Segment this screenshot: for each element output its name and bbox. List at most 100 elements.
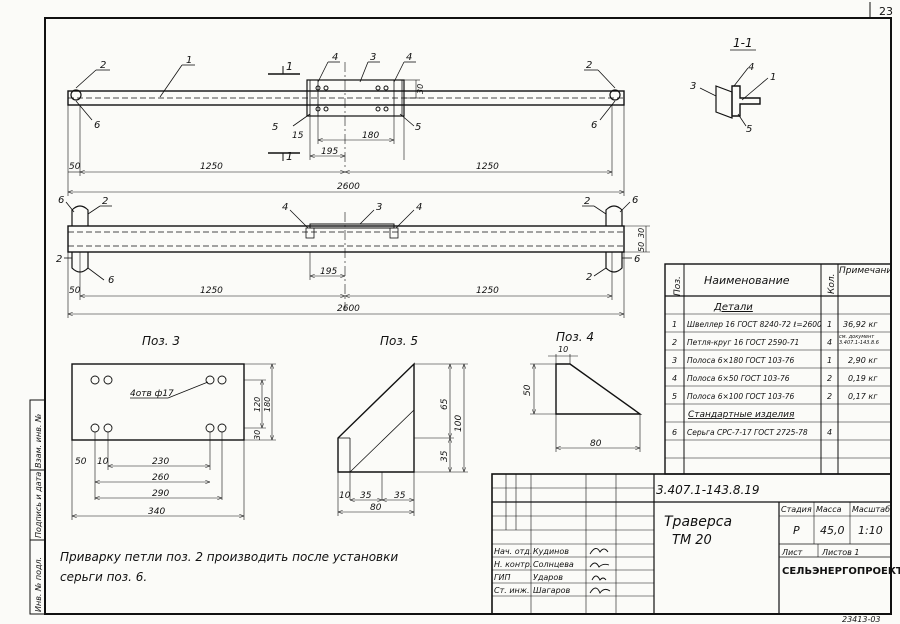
spec-row1-note: 36,92 кг	[843, 320, 878, 329]
plan-dim-1250-right: 1250	[476, 162, 499, 172]
signature-marks	[589, 548, 611, 594]
pos3-dim-340: 340	[148, 507, 165, 517]
loop-right	[609, 89, 621, 101]
spec-row1-qty: 1	[827, 320, 832, 329]
scale-value: 1:10	[858, 524, 883, 537]
spec-row4-note: 0,19 кг	[848, 374, 878, 383]
pos5-title: Поз. 5	[380, 334, 418, 348]
spec-table: Поз. Наименование Кол. Примечание Детали…	[664, 263, 892, 475]
plan-pos6-right: 6	[591, 120, 597, 131]
plan-pos2-left: 2	[100, 60, 106, 71]
elev-pos2-right-top: 2	[584, 196, 590, 207]
elev-pos2-left-bottom: 2	[56, 254, 62, 265]
elev-dim-1250-left: 1250	[200, 286, 223, 296]
sheets-header: Листов 1	[821, 548, 860, 557]
elev-pos6-left-top: 6	[58, 195, 64, 206]
pos5-dim-35b: 35	[394, 491, 406, 501]
name-1: Кудинов	[533, 547, 569, 556]
plan-view: 1 1 2 1 4 3 4 5 5 6 2 6 50 1250 1250 2	[67, 52, 625, 196]
plan-pos3: 3	[370, 52, 376, 63]
spec-row3-name: Полоса 6×180 ГОСТ 103-76	[687, 356, 795, 365]
pos4-dim-80: 80	[590, 439, 602, 449]
side-stamp-col3: Взам. инв. №	[34, 414, 43, 468]
detail-pos4: Поз. 4 10 50 80	[523, 330, 643, 452]
plan-dim-195: 195	[321, 147, 338, 157]
plan-dim-1250-left: 1250	[200, 162, 223, 172]
role-4: Ст. инж.	[494, 586, 530, 595]
plan-pos5-right: 5	[415, 122, 421, 133]
section-pos5: 5	[746, 124, 752, 135]
sheet-number: 23	[879, 5, 893, 18]
elev-dim-30: 30	[637, 228, 646, 238]
pos4-dim-50: 50	[523, 384, 533, 396]
note-line1: Приварку петли поз. 2 производить после …	[60, 550, 398, 564]
detail-pos5: Поз. 5 65 100 35 10 35 35 80	[337, 334, 468, 516]
title-name-2: ТМ 20	[672, 533, 712, 548]
pos3-dim-30: 30	[253, 430, 262, 440]
pos5-dim-10: 10	[339, 491, 351, 501]
section-pos4: 4	[748, 62, 754, 73]
spec-header-pos: Поз.	[673, 276, 683, 296]
plan-pos1: 1	[186, 55, 192, 66]
pos3-hole-note: 4отв ф17	[130, 389, 174, 399]
plan-pos5-left: 5	[272, 122, 278, 133]
spec-header-qty: Кол.	[827, 273, 837, 294]
elev-pos2-right-bottom: 2	[586, 272, 592, 283]
elev-pos4-left: 4	[282, 202, 288, 213]
sheet-frame: 23 23413-03	[44, 2, 893, 624]
spec-row6-name: Серьга СРС-7-17 ГОСТ 2725-78	[687, 428, 808, 437]
spec-row2-pos: 2	[672, 338, 677, 347]
side-stamp-col1: Инв. № подл.	[34, 557, 43, 612]
elev-pos6-left-bottom: 6	[108, 275, 114, 286]
corner-code: 23413-03	[842, 615, 881, 624]
spec-row2-name: Петля-круг 16 ГОСТ 2590-71	[687, 338, 799, 347]
section-pos3: 3	[690, 81, 696, 92]
section-pos1: 1	[770, 72, 776, 83]
pos3-title: Поз. 3	[142, 334, 180, 348]
loop-left	[70, 89, 82, 101]
elev-pos6-right-bottom: 6	[634, 254, 640, 265]
section-title: 1-1	[733, 36, 753, 50]
plan-pos4-right: 4	[406, 52, 412, 63]
spec-group-details: Детали	[713, 302, 753, 313]
spec-row4-pos: 4	[672, 374, 677, 383]
side-stamp-col2: Подпись и дата	[34, 472, 43, 538]
stage-header: Стадия	[781, 505, 812, 514]
spec-row6-qty: 4	[827, 428, 832, 437]
spec-row1-name: Швеллер 16 ГОСТ 8240-72 ℓ=2600	[687, 320, 822, 329]
section-1-1: 1-1 1 3 4 5	[690, 36, 776, 135]
side-stamp: Инв. № подл. Подпись и дата Взам. инв. №	[29, 399, 46, 615]
elev-pos4-right: 4	[416, 202, 422, 213]
plan-dim-30: 30	[416, 84, 425, 94]
role-2: Н. контр.	[494, 560, 532, 569]
plan-pos2-right: 2	[586, 60, 592, 71]
mass-value: 45,0	[820, 524, 845, 537]
elev-dim-1250-right: 1250	[476, 286, 499, 296]
pos4-title: Поз. 4	[556, 330, 594, 344]
spec-group-standard: Стандартные изделия	[688, 410, 795, 420]
scale-header: Масштаб	[852, 505, 890, 514]
pos5-dim-100: 100	[454, 415, 464, 432]
spec-row5-pos: 5	[672, 392, 677, 401]
elevation-view: 6 2 2 6 4 3 4 6 2 2 6 30 50 195 50	[56, 195, 650, 318]
elev-pos3: 3	[376, 202, 382, 213]
pos3-dim-10: 10	[97, 457, 109, 467]
elev-pos2-left-top: 2	[102, 196, 108, 207]
doc-code: 3.407.1-143.8.19	[656, 483, 760, 497]
spec-row3-note: 2,90 кг	[848, 356, 878, 365]
sheet-header: Лист	[781, 548, 803, 557]
name-3: Ударов	[533, 573, 563, 582]
plan-dim-50: 50	[69, 162, 81, 172]
spec-row5-qty: 2	[827, 392, 832, 401]
note-line2: серьги поз. 6.	[60, 570, 147, 584]
plan-dim-2600: 2600	[337, 182, 360, 192]
elev-dim-195: 195	[320, 267, 337, 277]
name-4: Шагаров	[533, 586, 571, 595]
spec-row4-qty: 2	[827, 374, 832, 383]
pos3-dim-290: 290	[152, 489, 169, 499]
pos5-dim-65: 65	[440, 398, 450, 410]
spec-row2-note: см. документ 3.407.1-143.8.6	[839, 334, 879, 346]
elev-dim-2600: 2600	[337, 304, 360, 314]
